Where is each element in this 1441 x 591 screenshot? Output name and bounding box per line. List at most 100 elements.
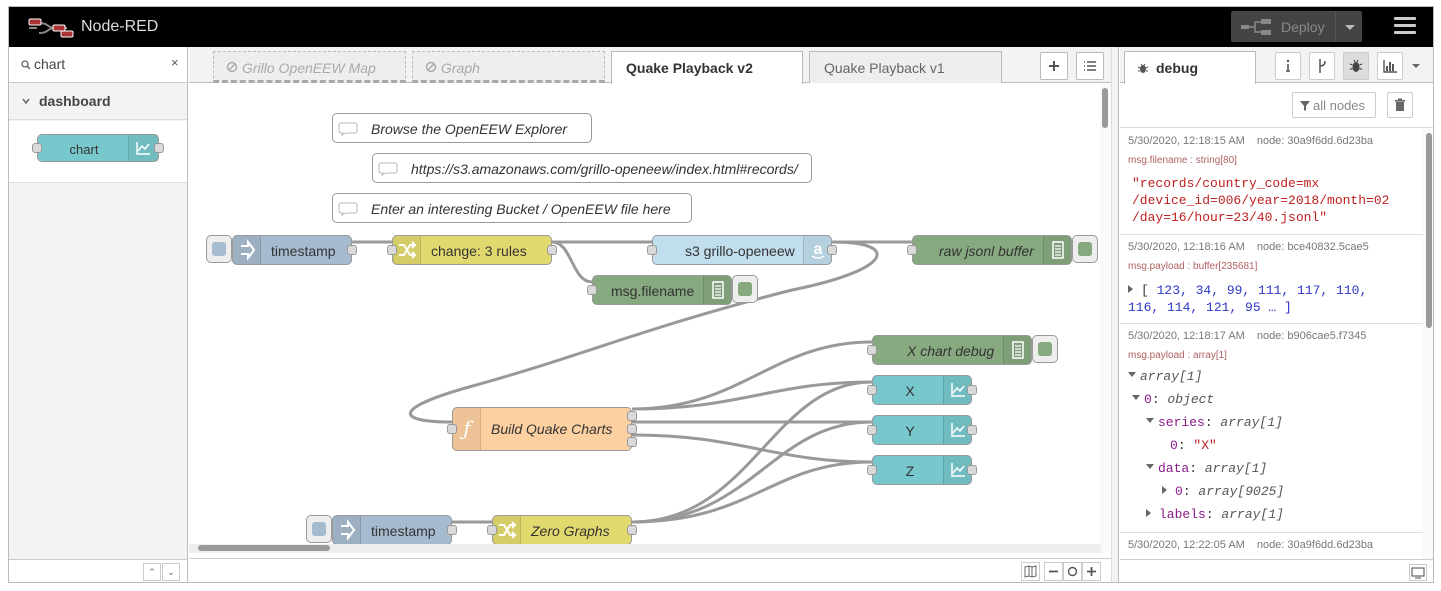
tab-grillo-openeew-map[interactable]: Grillo OpenEEW Map [213, 51, 406, 83]
clear-search-icon[interactable]: × [171, 55, 179, 70]
input-port[interactable] [867, 425, 877, 435]
output-port[interactable] [827, 245, 837, 255]
main-menu-hamburger-icon[interactable] [1394, 17, 1416, 37]
palette-category-dashboard[interactable]: dashboard [9, 84, 187, 120]
dashboard-tab-chart-icon[interactable] [1377, 52, 1403, 80]
output-port[interactable] [154, 143, 164, 153]
collapse-arrow-icon[interactable] [1128, 372, 1136, 381]
debug-node-raw-jsonl-buffer[interactable]: raw jsonl buffer [907, 235, 1072, 265]
collapse-arrow-icon[interactable] [1132, 395, 1140, 404]
change-node-zero-graphs[interactable]: Zero Graphs [487, 515, 637, 545]
comment-node[interactable]: Enter an interesting Bucket / OpenEEW fi… [332, 193, 692, 223]
message-node-link[interactable]: node: 30a9f6dd.6d23ba [1256, 135, 1374, 147]
message-node-link[interactable]: node: 30a9f6dd.6d23ba [1256, 539, 1374, 551]
chart-node-z[interactable]: Z [867, 455, 977, 485]
zoom-out-icon[interactable] [1044, 562, 1063, 581]
input-port[interactable] [867, 385, 877, 395]
output-port[interactable] [967, 465, 977, 475]
input-port[interactable] [447, 424, 457, 434]
output-port[interactable] [627, 424, 637, 434]
flow-canvas[interactable]: Browse the OpenEEW Explorer https://s3.a… [189, 84, 1111, 553]
input-port[interactable] [867, 345, 877, 355]
input-port[interactable] [387, 245, 397, 255]
palette-search-input[interactable]: chart [34, 56, 66, 72]
message-value-buffer[interactable]: [ 123, 34, 99, 111, 117, 110, 116, 114, … [1128, 283, 1368, 315]
clear-log-trash-icon[interactable] [1387, 92, 1413, 118]
context-tab-icon[interactable] [1309, 52, 1335, 80]
input-port[interactable] [587, 285, 597, 295]
input-port[interactable] [907, 245, 917, 255]
collapse-arrow-icon[interactable] [1146, 464, 1154, 473]
chart-node-x[interactable]: X [867, 375, 977, 405]
inject-button[interactable] [206, 235, 232, 263]
tree-row[interactable]: series: array[1] [1146, 415, 1283, 430]
navigator-map-icon[interactable] [1021, 562, 1040, 581]
inject-node-timestamp[interactable]: timestamp [232, 235, 357, 265]
output-port[interactable] [967, 385, 977, 395]
change-node[interactable]: change: 3 rules [387, 235, 557, 265]
function-node-build-quake-charts[interactable]: ƒ Build Quake Charts [447, 407, 637, 451]
sidebar-menu-chevron-icon[interactable] [1410, 59, 1422, 71]
tree-row[interactable]: 0: array[9025] [1162, 484, 1284, 499]
tree-row[interactable]: 0: object [1132, 392, 1214, 407]
message-node-link[interactable]: node: b906cae5.f7345 [1256, 330, 1367, 342]
input-port[interactable] [867, 465, 877, 475]
info-tab-icon[interactable] [1275, 52, 1301, 80]
s3-node[interactable]: s3 grillo-openeew a [647, 235, 837, 265]
collapse-all-icon[interactable]: ⌃ [143, 563, 161, 581]
deploy-button[interactable]: Deploy [1231, 11, 1362, 42]
message-node-link[interactable]: node: bce40832.5cae5 [1256, 241, 1369, 253]
message-value-string[interactable]: "records/country_code=mx /device_id=006/… [1132, 176, 1390, 225]
output-port[interactable] [627, 411, 637, 421]
output-port[interactable] [967, 425, 977, 435]
tree-row[interactable]: data: array[1] [1146, 461, 1267, 476]
comment-node[interactable]: https://s3.amazonaws.com/grillo-openeew/… [372, 153, 812, 183]
debug-tab-bug-icon[interactable] [1343, 52, 1369, 80]
debug-node-msg-filename[interactable]: msg.filename [587, 275, 732, 305]
debug-node-x-chart-debug[interactable]: X chart debug [867, 335, 1032, 365]
palette-search[interactable]: chart × [9, 47, 187, 83]
output-port[interactable] [547, 245, 557, 255]
input-port[interactable] [32, 143, 42, 153]
list-flows-button[interactable] [1076, 52, 1104, 80]
tab-quake-playback-v2[interactable]: Quake Playback v2 [611, 51, 803, 84]
expand-all-icon[interactable]: ⌄ [162, 563, 180, 581]
input-port[interactable] [647, 245, 657, 255]
tab-quake-playback-v1[interactable]: Quake Playback v1 [809, 51, 1002, 83]
output-port[interactable] [627, 525, 637, 535]
add-flow-button[interactable] [1040, 52, 1068, 80]
tree-row[interactable]: array[1] [1128, 369, 1202, 384]
sidebar-resize-handle[interactable] [1111, 47, 1119, 582]
expand-arrow-icon[interactable] [1162, 486, 1171, 494]
tab-graph[interactable]: Graph [412, 51, 605, 83]
canvas-horizontal-scrollbar[interactable] [189, 544, 1101, 553]
zoom-in-icon[interactable] [1082, 562, 1101, 581]
tab-debug[interactable]: debug [1124, 51, 1256, 84]
message-object-tree[interactable]: array[1] 0: object series: array[1] 0: "… [1120, 324, 1423, 533]
expand-arrow-icon[interactable] [1146, 509, 1155, 517]
comment-node[interactable]: Browse the OpenEEW Explorer [332, 113, 592, 143]
deploy-dropdown-chevron-icon[interactable] [1335, 11, 1362, 42]
open-debug-window-icon[interactable] [1409, 564, 1427, 581]
output-port[interactable] [447, 525, 457, 535]
output-port[interactable] [347, 245, 357, 255]
inject-node-timestamp[interactable]: timestamp [332, 515, 457, 545]
debug-toggle-button[interactable] [732, 275, 758, 303]
input-port[interactable] [487, 525, 497, 535]
output-port[interactable] [627, 437, 637, 447]
canvas-vertical-scrollbar[interactable] [1100, 84, 1111, 553]
expand-arrow-icon[interactable] [1128, 285, 1137, 293]
debug-toggle-button[interactable] [1032, 335, 1058, 363]
debug-toggle-button[interactable] [1072, 235, 1098, 263]
tree-row[interactable]: labels: array[1] [1146, 507, 1284, 522]
collapse-arrow-icon[interactable] [1146, 418, 1154, 427]
inject-button[interactable] [306, 515, 332, 543]
filter-all-nodes-button[interactable]: all nodes [1292, 92, 1376, 118]
palette-node-chart[interactable]: chart [32, 134, 164, 162]
chart-node-y[interactable]: Y [867, 415, 977, 445]
